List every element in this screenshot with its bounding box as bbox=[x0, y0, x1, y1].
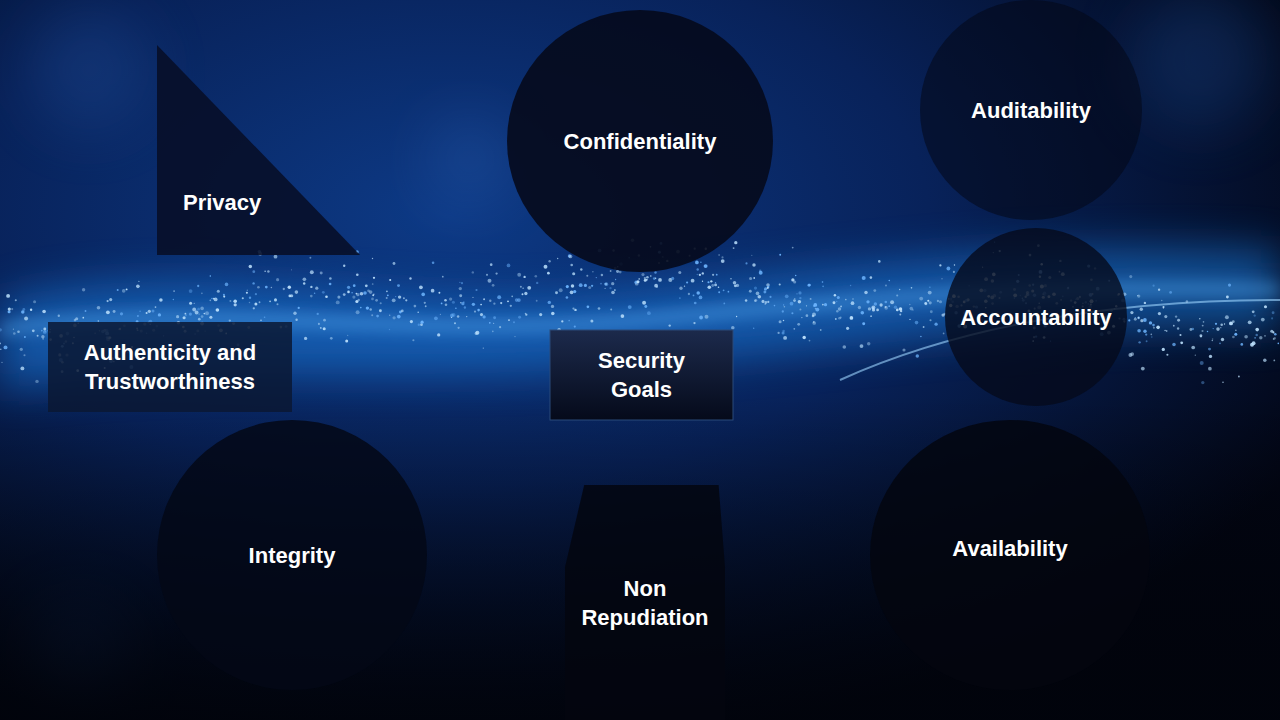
goal-box: Non Repudiation bbox=[565, 485, 725, 720]
shape-outline bbox=[157, 45, 360, 255]
goal-circle: Integrity bbox=[157, 420, 427, 690]
shape-outline bbox=[550, 330, 733, 420]
shape-outline bbox=[945, 228, 1127, 406]
goal-label: Auditability bbox=[971, 96, 1091, 125]
goal-box: Security Goals bbox=[550, 330, 733, 420]
goal-circle: Auditability bbox=[920, 0, 1142, 220]
goal-label: Confidentiality bbox=[564, 127, 717, 156]
goal-label: Authenticity and Trustworthiness bbox=[65, 338, 275, 396]
goal-circle: Confidentiality bbox=[507, 10, 773, 272]
shape-outline bbox=[920, 0, 1142, 220]
shape-outline bbox=[870, 420, 1150, 690]
shape-outline bbox=[507, 10, 773, 272]
shape-outline bbox=[565, 485, 725, 720]
goal-label: Non Repudiation bbox=[575, 574, 715, 632]
goal-label: Privacy bbox=[183, 188, 261, 217]
node-shape bbox=[48, 322, 292, 412]
goal-label: Accountability bbox=[960, 303, 1112, 332]
goal-circle: Accountability bbox=[945, 228, 1127, 406]
node-shape bbox=[157, 45, 360, 255]
shape-outline bbox=[157, 420, 427, 690]
node-shape bbox=[565, 485, 725, 720]
goal-circle: Availability bbox=[870, 420, 1150, 690]
node-shape bbox=[550, 330, 733, 420]
shape-outline bbox=[48, 322, 292, 412]
goal-box: Authenticity and Trustworthiness bbox=[48, 322, 292, 412]
goal-label: Availability bbox=[952, 534, 1067, 563]
goal-label: Security Goals bbox=[582, 346, 702, 404]
goal-triangle: Privacy bbox=[157, 45, 360, 255]
goal-label: Integrity bbox=[249, 541, 336, 570]
